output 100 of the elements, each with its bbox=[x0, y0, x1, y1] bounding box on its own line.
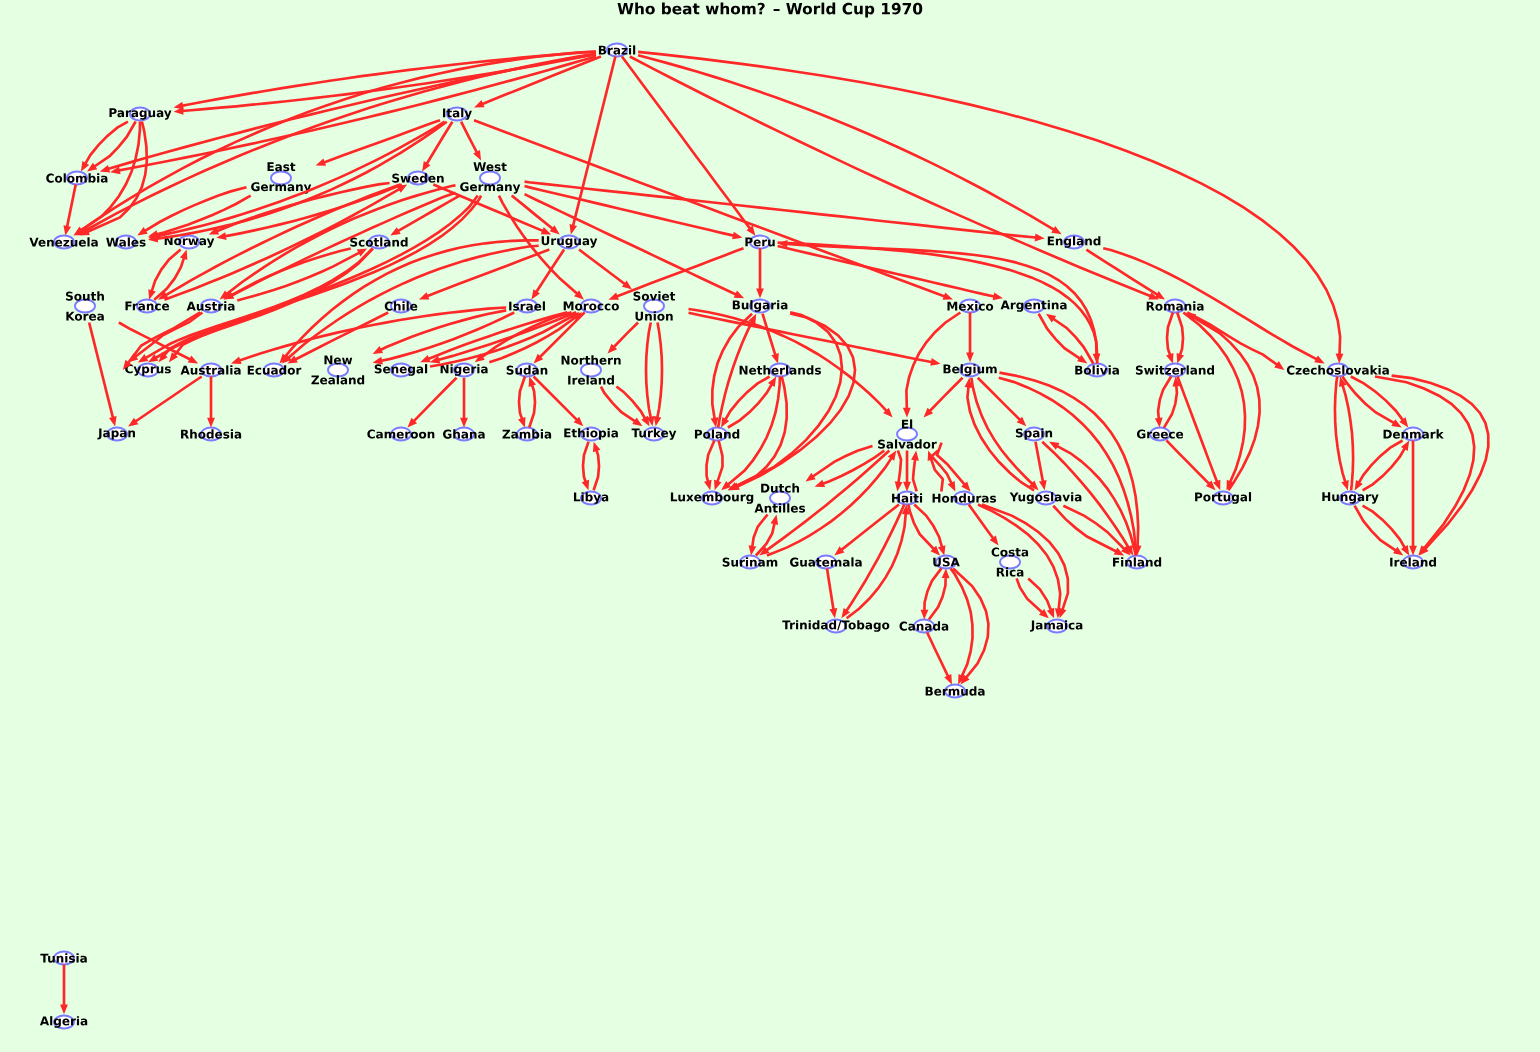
arrow bbox=[935, 441, 970, 491]
graph-node: Ghana bbox=[443, 426, 485, 442]
arrow bbox=[1050, 442, 1138, 557]
arrow bbox=[710, 312, 754, 426]
graph-node: England bbox=[1047, 234, 1101, 250]
arrow bbox=[1182, 311, 1247, 489]
arrow bbox=[1361, 442, 1409, 492]
arrow bbox=[577, 248, 631, 289]
arrow bbox=[1409, 439, 1417, 554]
arrow bbox=[225, 247, 353, 300]
arrow bbox=[1373, 375, 1476, 555]
arrow bbox=[776, 244, 1001, 301]
graph-node: El Salvador bbox=[878, 419, 937, 449]
arrow bbox=[1339, 378, 1355, 492]
arrow bbox=[748, 513, 769, 554]
graph-node: Finland bbox=[1113, 554, 1162, 570]
graph-node: Scotland bbox=[350, 234, 408, 250]
arrow bbox=[87, 321, 117, 425]
arrow bbox=[523, 180, 1043, 242]
arrow bbox=[534, 311, 586, 363]
arrow bbox=[1175, 311, 1185, 362]
graph-node: Libya bbox=[574, 490, 609, 506]
arrow bbox=[620, 55, 755, 235]
graph-node: New Zealand bbox=[311, 355, 365, 385]
graph-node: Romania bbox=[1146, 298, 1204, 314]
arrow bbox=[628, 55, 1157, 300]
graph-node: Czechoslovakia bbox=[1286, 362, 1389, 378]
arrow bbox=[317, 118, 442, 166]
arrow bbox=[644, 321, 655, 425]
arrow bbox=[523, 184, 741, 240]
arrow bbox=[825, 567, 837, 617]
arrow bbox=[1187, 313, 1261, 492]
arrow bbox=[687, 307, 892, 417]
arrow bbox=[927, 570, 950, 621]
arrow bbox=[532, 248, 566, 298]
graph-node: South Korea bbox=[66, 291, 104, 321]
graph-node: Italy bbox=[443, 106, 472, 122]
graph-node: Uruguay bbox=[541, 234, 598, 250]
arrow bbox=[615, 385, 650, 425]
arrow bbox=[152, 251, 188, 301]
graph-node: Guatemala bbox=[790, 554, 862, 570]
arrow bbox=[523, 192, 743, 299]
arrow bbox=[63, 183, 78, 234]
graph-node: Israel bbox=[509, 298, 545, 314]
arrow bbox=[608, 321, 640, 353]
arrow bbox=[210, 181, 391, 235]
arrow bbox=[581, 440, 590, 489]
arrow bbox=[929, 449, 956, 490]
graph-node: Surinam bbox=[722, 554, 778, 570]
arrow bbox=[569, 55, 617, 233]
arrow bbox=[1015, 577, 1048, 618]
graph-node: Hungary bbox=[1322, 490, 1379, 506]
arrow bbox=[517, 375, 527, 426]
graph-node: Luxembourg bbox=[670, 490, 754, 506]
graph-node: Chile bbox=[384, 298, 418, 314]
graph-node: France bbox=[125, 298, 170, 314]
arrow bbox=[912, 503, 946, 554]
graph-node: Bolivia bbox=[1075, 362, 1119, 378]
arrow bbox=[902, 311, 962, 416]
arrow bbox=[374, 309, 508, 354]
arrow bbox=[420, 248, 551, 300]
arrow bbox=[924, 376, 964, 417]
arrow bbox=[129, 375, 204, 426]
graph-node: Denmark bbox=[1383, 426, 1444, 442]
graph-node: Ireland bbox=[1390, 554, 1436, 570]
graph-node: Austria bbox=[186, 298, 235, 314]
arrow bbox=[1361, 504, 1409, 554]
arrow bbox=[1333, 375, 1349, 489]
arrow bbox=[925, 631, 952, 683]
arrow bbox=[459, 120, 481, 159]
arrow bbox=[527, 378, 537, 429]
arrow bbox=[1390, 374, 1490, 555]
arrow bbox=[1062, 504, 1130, 555]
graph-node: Portugal bbox=[1195, 490, 1252, 506]
arrow bbox=[476, 311, 573, 362]
arrow bbox=[1353, 504, 1402, 555]
arrow bbox=[81, 120, 130, 170]
arrow bbox=[129, 311, 204, 362]
graph-node: Bermuda bbox=[925, 683, 985, 699]
arrow bbox=[532, 375, 583, 426]
arrow bbox=[510, 194, 559, 234]
graph-node: Spain bbox=[1015, 426, 1053, 442]
arrow bbox=[911, 452, 919, 493]
arrow bbox=[807, 444, 874, 481]
arrow bbox=[636, 50, 1343, 362]
arrow bbox=[1037, 312, 1086, 363]
graph-node: Jamaica bbox=[1030, 618, 1083, 634]
arrow bbox=[907, 503, 939, 555]
arrow bbox=[716, 315, 756, 429]
graph-node: West Germany bbox=[460, 162, 521, 194]
arrow bbox=[497, 194, 583, 299]
arrow bbox=[1034, 440, 1047, 489]
arrow bbox=[951, 567, 990, 684]
arrow bbox=[1162, 378, 1181, 429]
graph-node: Turkey bbox=[631, 426, 677, 442]
arrow bbox=[704, 439, 716, 489]
arrow bbox=[1165, 311, 1175, 362]
graph-node: Japan bbox=[97, 426, 135, 442]
arrow bbox=[1085, 248, 1164, 299]
arrow bbox=[460, 376, 468, 426]
